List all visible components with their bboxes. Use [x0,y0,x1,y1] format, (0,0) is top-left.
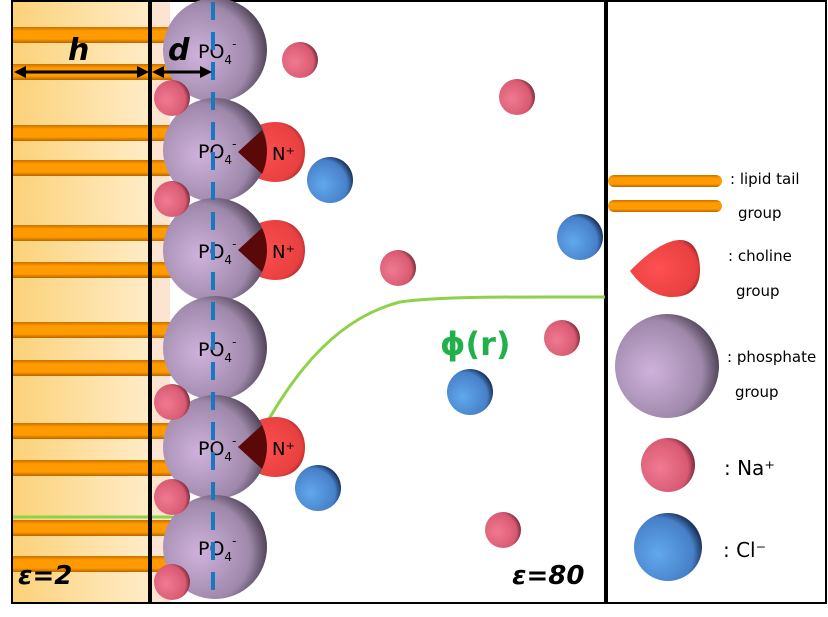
legend-choline-icon [630,240,700,297]
lipid-tail [13,225,173,241]
na-ion [499,79,535,115]
cl-ion [307,157,353,203]
lipid-tail [13,360,173,376]
lipid-tail [13,125,173,141]
legend-phosphate-icon [615,314,719,418]
legend-na-label: : Na⁺ [724,456,775,480]
legend-box [606,0,827,604]
legend-na-icon [641,438,695,492]
legend-phosphate-label-2: group [735,383,779,401]
legend-choline-label: : choline [728,247,792,265]
legend-lipid-label: : lipid tail [730,170,800,188]
na-ion [154,479,190,515]
d-label: d [168,33,190,68]
legend-choline-label-2: group [736,282,780,300]
h-label: h [68,33,89,68]
na-ion [154,384,190,420]
h-arrow [14,66,149,78]
legend-lipid-icon [608,200,722,212]
legend-phosphate-label: : phosphate [727,348,816,366]
molecules: N⁺N⁺N⁺PO4-PO4-PO4-PO4-PO4-PO4- [154,0,603,600]
choline-overlap [238,130,267,174]
legend-cl-icon [634,513,702,581]
na-ion [282,42,318,78]
choline-overlap [238,425,267,469]
legend-lipid-icon [608,175,722,187]
epsilon-membrane-label: ε=2 [18,561,72,591]
na-ion [380,250,416,286]
n-plus-label: N⁺ [272,144,295,165]
phi-label: ϕ(r) [440,325,511,363]
membrane-region [13,2,150,602]
cl-ion [557,214,603,260]
na-ion [154,181,190,217]
d-arrow [152,66,212,78]
lipid-tails [13,27,173,572]
epsilon-solvent-label: ε=80 [512,561,584,591]
na-ion [154,564,190,600]
phosphate-group [163,395,267,499]
lipid-tail [13,262,173,278]
phosphate-group [163,98,267,202]
lipid-tail [13,423,173,439]
cl-ion [295,465,341,511]
legend-lipid-label-2: group [738,204,782,222]
lipid-tail [13,556,173,572]
n-plus-label: N⁺ [272,242,295,263]
choline-overlap [238,228,267,272]
na-ion [154,80,190,116]
lipid-tail [13,27,173,43]
lipid-tail [13,160,173,176]
lipid-tail [13,520,173,536]
cl-ion [447,369,493,415]
lipid-tail [13,322,173,338]
lipid-tail [13,460,173,476]
legend: : lipid tail group : choline group : pho… [608,170,816,581]
phosphate-group [163,0,267,102]
na-ion [485,512,521,548]
n-plus-label: N⁺ [272,439,295,460]
legend-cl-label: : Cl⁻ [723,538,766,562]
na-ion [544,320,580,356]
